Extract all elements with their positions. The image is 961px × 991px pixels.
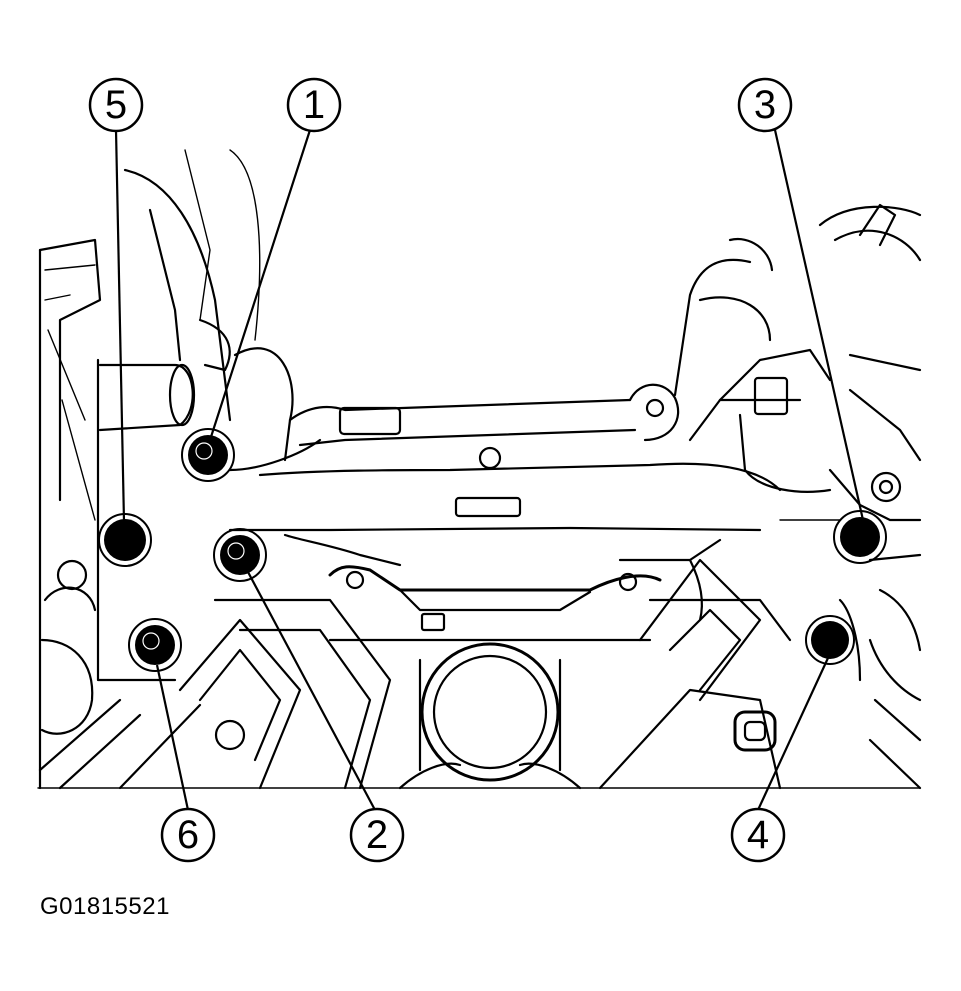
- callout-4: 4: [730, 807, 786, 863]
- leader-line-3: [773, 129, 865, 521]
- bolt-4: [805, 615, 855, 665]
- callout-1: 1: [286, 77, 342, 133]
- leader-line-1: [208, 129, 312, 441]
- callout-6-label: 6: [177, 813, 199, 857]
- leader-line-2: [247, 571, 376, 811]
- figure-id: G01815521: [40, 893, 170, 920]
- leader-line-4: [757, 657, 829, 811]
- bolt-6: [128, 618, 182, 672]
- callout-2-label: 2: [366, 813, 388, 857]
- callout-4-label: 4: [747, 813, 769, 857]
- callout-2: 2: [349, 807, 405, 863]
- bolt-2: [213, 528, 267, 582]
- leader-lines: [114, 129, 865, 811]
- callout-5-label: 5: [105, 83, 127, 127]
- callout-3-label: 3: [754, 83, 776, 127]
- bolt-1: [181, 428, 235, 482]
- bolt-5: [98, 513, 152, 567]
- engine-linework: [37, 149, 922, 790]
- leader-line-5: [114, 129, 126, 523]
- leader-line-6: [155, 664, 190, 811]
- callout-5: 5: [88, 77, 144, 133]
- fastener-group: [98, 428, 887, 672]
- bolt-3: [833, 510, 887, 564]
- callout-1-label: 1: [303, 83, 325, 127]
- callout-3: 3: [737, 77, 793, 133]
- callout-6: 6: [160, 807, 216, 863]
